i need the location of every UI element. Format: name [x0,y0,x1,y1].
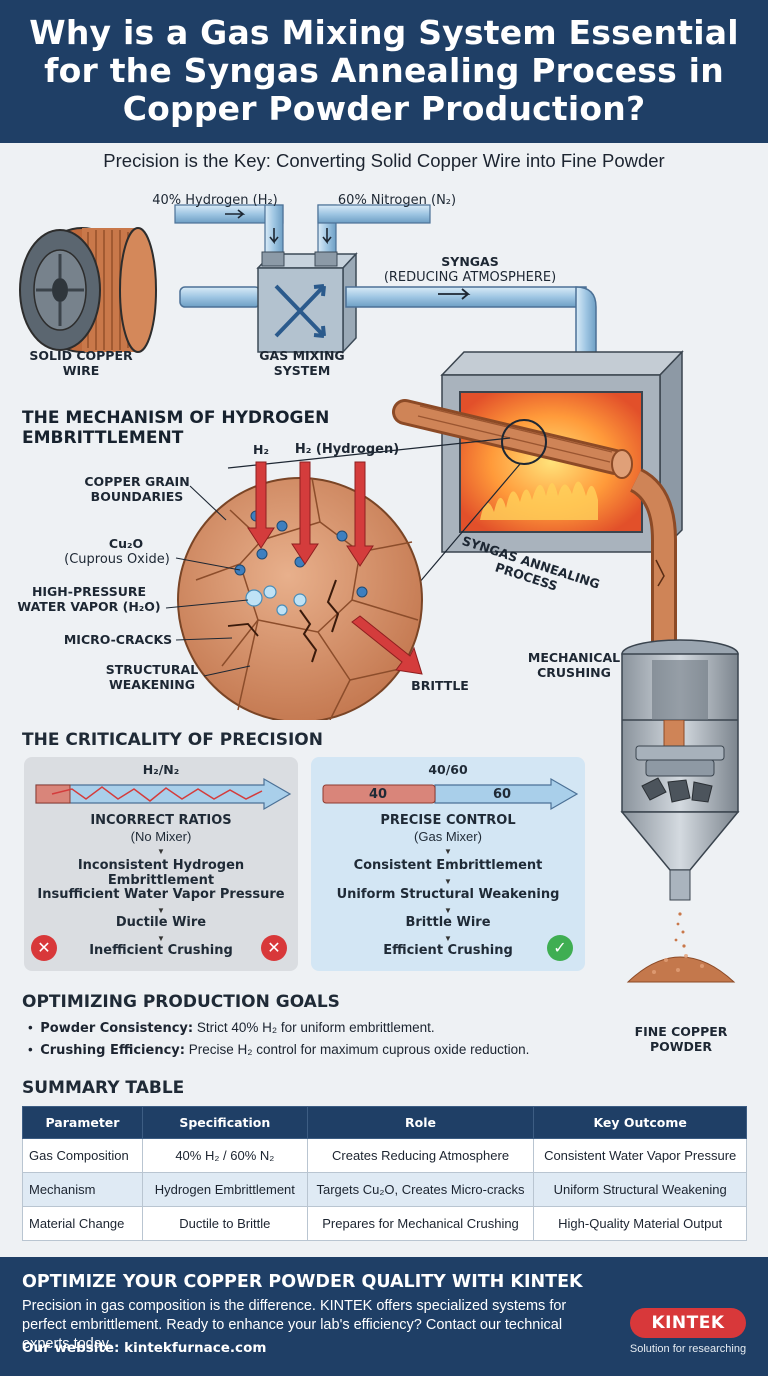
syngas-sub-label: (REDUCING ATMOSPHERE) [383,270,557,285]
copper-spool-icon [19,227,157,353]
error-x-icon: ✕ [261,935,287,961]
summary-title: SUMMARY TABLE [22,1078,185,1098]
precise-title: PRECISE CONTROL [380,813,516,828]
incorrect-ratio-panel: H₂/N₂ INCORRECT RATIOS (No Mixer) ▼ Inco… [24,757,298,971]
micro-cracks-label: MICRO-CRACKS [63,632,173,647]
precise-step: Uniform Structural Weakening [336,887,560,902]
table-header: Specification [141,1106,308,1139]
incorrect-step: Insufficient Water Vapor Pressure [37,887,285,902]
goal-item: • Crushing Efficiency: Precise H₂ contro… [28,1042,530,1058]
table-cell: Hydrogen Embrittlement [141,1172,308,1207]
kintek-logo: KINTEK [630,1308,746,1338]
error-x-icon: ✕ [31,935,57,961]
table-cell: Uniform Structural Weakening [533,1172,747,1207]
down-arrow-icon: ▼ [157,906,165,915]
process-diagram: 40% Hydrogen (H₂) 60% Nitrogen (N₂) SOLI… [0,180,768,720]
goal-item: • Powder Consistency: Strict 40% H₂ for … [28,1020,435,1036]
solid-wire-label: SOLID COPPER WIRE [29,348,133,378]
goal-text: Strict 40% H₂ for uniform embrittlement. [196,1020,435,1035]
inlet-pipe [179,286,261,308]
incorrect-step: Ductile Wire [115,915,207,930]
table-header: Role [306,1106,535,1139]
header-banner: Why is a Gas Mixing System Essential for… [0,0,768,143]
table-cell: Gas Composition [22,1138,143,1173]
table-cell: Ductile to Brittle [141,1206,308,1241]
h2-hydrogen-label: H₂ (Hydrogen) [294,442,400,457]
table-header: Parameter [22,1106,143,1139]
footer-body: Precision in gas composition is the diff… [22,1298,567,1352]
precise-sub: (Gas Mixer) [414,829,482,844]
footer-title: OPTIMIZE YOUR COPPER POWDER QUALITY WITH… [22,1272,583,1292]
goal-label: Crushing Efficiency: [40,1043,185,1058]
table-cell: Consistent Water Vapor Pressure [533,1138,747,1173]
goals-title: OPTIMIZING PRODUCTION GOALS [22,992,340,1012]
precise-step: Consistent Embrittlement [353,858,543,873]
down-arrow-icon: ▼ [444,906,452,915]
mechanical-crusher-icon [621,639,739,720]
logo-tagline: Solution for researching [629,1343,747,1355]
cu2o-sub-label: (Cuprous Oxide) [64,552,170,567]
precise-control-panel: 40/60 40 60 PRECISE CONTROL (Gas Mixer) … [311,757,585,971]
precise-step: Efficient Crushing [383,943,513,958]
table-cell: Material Change [22,1206,143,1241]
cu2o-label: Cu₂O [108,536,144,551]
incorrect-title: INCORRECT RATIOS [90,813,232,828]
gas-mixer-icon [256,251,358,354]
down-arrow-icon: ▼ [444,934,452,943]
process-illustration [19,204,739,720]
summary-table: Parameter Specification Role Key Outcome… [22,1106,747,1241]
precise-right-value: 60 [492,787,512,802]
mechanism-title: THE MECHANISM OF HYDROGEN EMBRITTLEMENT [22,408,330,448]
precise-ratio-label: 40/60 [428,762,468,777]
precise-step: Brittle Wire [405,915,491,930]
table-cell: Targets Cu₂O, Creates Micro-cracks [306,1172,535,1207]
page-subtitle: Precision is the Key: Converting Solid C… [103,150,665,171]
down-arrow-icon: ▼ [157,847,165,856]
page-title: Why is a Gas Mixing System Essential for… [29,13,739,128]
table-cell: High-Quality Material Output [533,1206,747,1241]
goal-text: Precise H₂ control for maximum cuprous o… [188,1042,530,1057]
footer-banner: OPTIMIZE YOUR COPPER POWDER QUALITY WITH… [0,1257,768,1376]
incorrect-ratio-bar [35,777,292,811]
table-row: Material Change Ductile to Brittle Prepa… [22,1206,747,1241]
table-header: Key Outcome [533,1106,747,1139]
syngas-label: SYNGAS [441,254,499,269]
hydrogen-input-label: 40% Hydrogen (H₂) [152,193,278,208]
crusher-and-powder [620,720,740,983]
table-cell: Creates Reducing Atmosphere [306,1138,535,1173]
down-arrow-icon: ▼ [444,847,452,856]
incorrect-ratio-label: H₂/N₂ [142,762,180,777]
incorrect-step: Inconsistent Hydrogen Embrittlement [77,858,245,888]
water-vapor-label: HIGH-PRESSURE WATER VAPOR (H₂O) [17,584,161,614]
incorrect-step: Inefficient Crushing [89,943,233,958]
mixer-label: GAS MIXING SYSTEM [259,348,345,378]
check-icon: ✓ [547,935,573,961]
criticality-title: THE CRITICALITY OF PRECISION [22,730,323,750]
goal-label: Powder Consistency: [40,1021,194,1036]
brittle-label: BRITTLE [411,678,469,693]
syngas-pipe [345,286,587,308]
h2-label: H₂ [253,442,269,457]
down-arrow-icon: ▼ [444,877,452,886]
incorrect-sub: (No Mixer) [130,829,192,844]
crushing-label: MECHANICAL CRUSHING [527,650,621,680]
table-cell: 40% H₂ / 60% N₂ [141,1138,308,1173]
table-cell: Mechanism [22,1172,143,1207]
grain-boundaries-label: COPPER GRAIN BOUNDARIES [84,474,190,504]
table-row: Gas Composition 40% H₂ / 60% N₂ Creates … [22,1138,747,1173]
precise-left-value: 40 [368,787,388,802]
table-cell: Prepares for Mechanical Crushing [306,1206,535,1241]
table-header-row: Parameter Specification Role Key Outcome [22,1106,747,1139]
annealing-furnace-icon [392,350,684,554]
nitrogen-input-label: 60% Nitrogen (N₂) [337,193,457,208]
structural-weakening-label: STRUCTURAL WEAKENING [105,662,199,692]
website-link[interactable]: Our website: kintekfurnace.com [22,1340,267,1356]
table-row: Mechanism Hydrogen Embrittlement Targets… [22,1172,747,1207]
fine-powder-label: FINE COPPER POWDER [634,1024,728,1054]
hydrogen-arrows [247,461,423,675]
down-arrow-icon: ▼ [157,934,165,943]
precise-ratio-bar [322,777,579,811]
